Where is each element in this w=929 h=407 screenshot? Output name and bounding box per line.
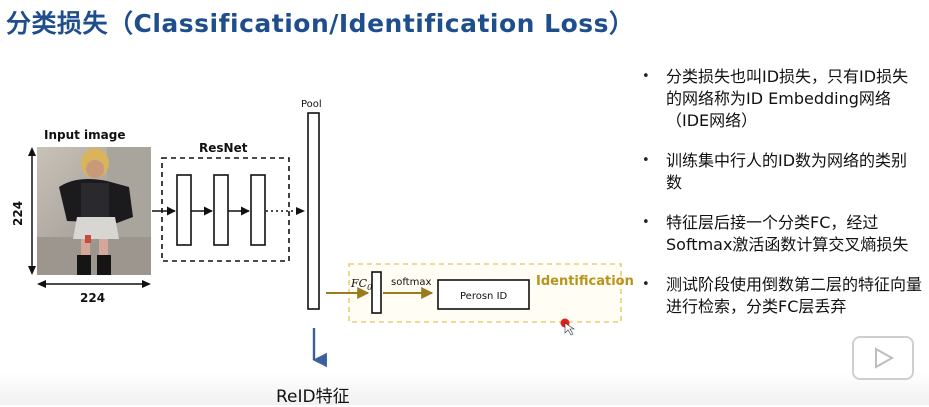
bottom-shade (0, 372, 929, 405)
bullet-list: • 分类损失也叫ID损失，只有ID损失的网络称为ID Embedding网络（ID… (642, 66, 922, 336)
arrow-to-pool-icon (296, 207, 305, 215)
fc-label: FC0 (350, 277, 372, 292)
fc-label-subscript: 0 (367, 283, 372, 292)
reid-feature-label: ReID特征 (276, 387, 350, 407)
slide-title: 分类损失（Classification/Identification Loss） (6, 9, 635, 38)
fc-label-main: FC (350, 277, 368, 290)
height-arrow-bottom-icon (28, 266, 36, 275)
resnet-layer-2 (213, 174, 229, 246)
bullet-item: • 训练集中行人的ID数为网络的类别数 (642, 150, 922, 194)
bullet-text: 测试阶段使用倒数第二层的特征向量进行检索，分类FC层丢弃 (666, 275, 923, 316)
pool-layer (307, 112, 320, 310)
identification-label: Identification (536, 274, 634, 289)
bullet-text: 训练集中行人的ID数为网络的类别数 (666, 151, 908, 192)
play-icon (875, 347, 895, 369)
resnet-label: ResNet (199, 141, 248, 155)
bullet-dot-icon: • (642, 215, 650, 230)
resnet-box (161, 157, 290, 262)
video-player-button[interactable] (852, 336, 914, 380)
width-arrow-right-icon (142, 280, 151, 288)
width-arrow-left-icon (37, 280, 46, 288)
fc-layer (371, 271, 382, 314)
height-arrow-top-icon (28, 147, 36, 156)
width-dimension-label: 224 (80, 291, 105, 305)
pool-label: Pool (301, 99, 322, 110)
person-id-box (437, 279, 530, 310)
bullet-item: • 测试阶段使用倒数第二层的特征向量进行检索，分类FC层丢弃 (642, 274, 922, 318)
bullet-dot-icon: • (642, 69, 650, 84)
softmax-label: softmax (391, 277, 431, 288)
height-dimension-label: 224 (11, 201, 25, 226)
person-id-label: Perosn ID (460, 291, 508, 302)
resnet-layer-3 (250, 174, 266, 246)
mouse-pointer-icon (564, 322, 575, 336)
bullet-dot-icon: • (642, 153, 650, 168)
resnet-layer-1 (176, 174, 192, 246)
reid-pipeline-diagram: Input image 224 224 ResNet Pool FC0 soft… (11, 99, 634, 368)
bullet-dot-icon: • (642, 277, 650, 292)
input-image-label: Input image (44, 128, 126, 142)
bullet-text: 分类损失也叫ID损失，只有ID损失的网络称为ID Embedding网络（IDE… (666, 67, 909, 130)
bullet-item: • 分类损失也叫ID损失，只有ID损失的网络称为ID Embedding网络（ID… (642, 66, 922, 132)
input-person-image (37, 147, 151, 275)
bullet-item: • 特征层后接一个分类FC，经过Softmax激活函数计算交叉熵损失 (642, 212, 922, 256)
bullet-text: 特征层后接一个分类FC，经过Softmax激活函数计算交叉熵损失 (666, 213, 909, 254)
